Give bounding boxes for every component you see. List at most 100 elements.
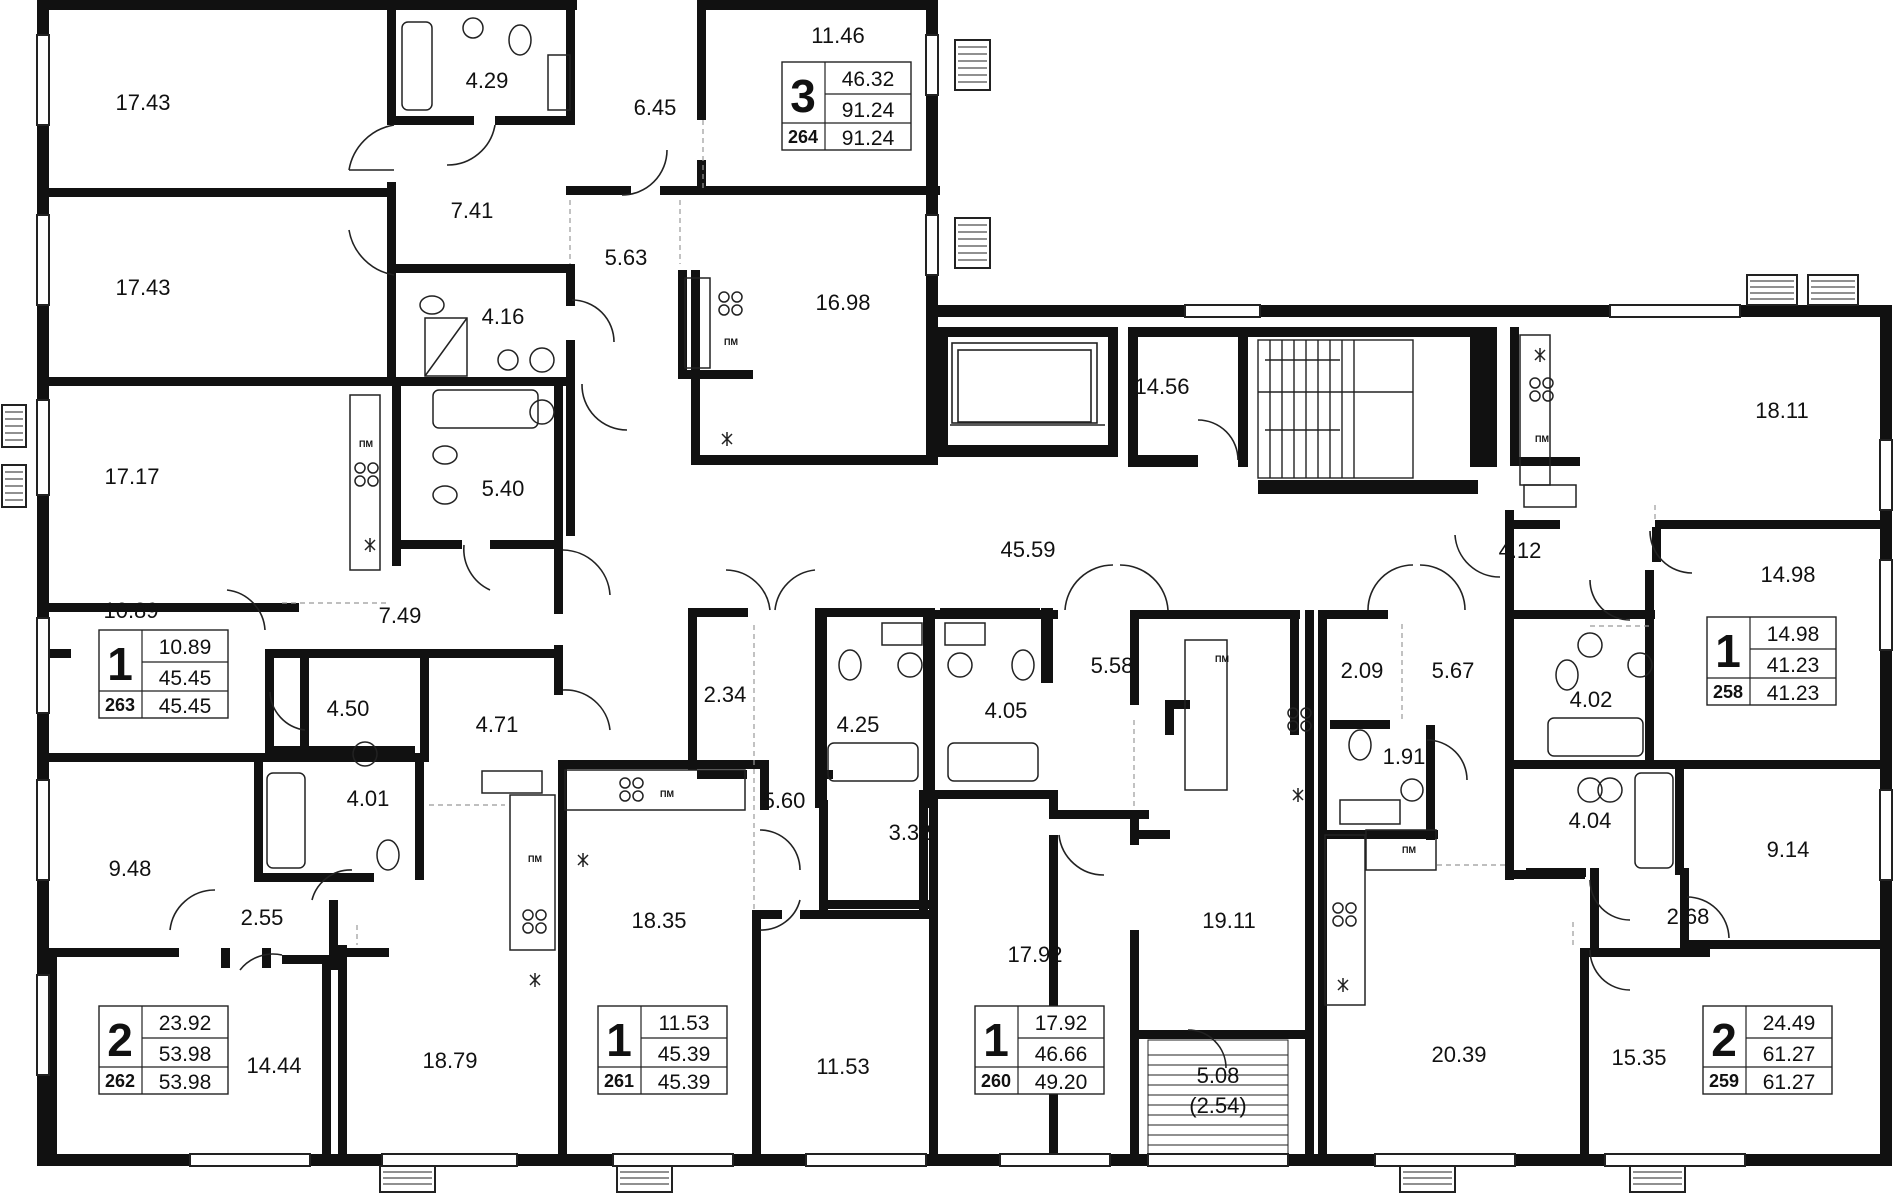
room-area-label: 9.14 bbox=[1767, 837, 1810, 862]
apartment-badge: 2 23.92 53.98 262 53.98 bbox=[98, 1005, 229, 1095]
dishwasher-label: ПМ bbox=[1215, 654, 1229, 664]
apartment-number: 260 bbox=[981, 1071, 1011, 1091]
living-area: 11.53 bbox=[659, 1012, 710, 1035]
room-area-label: 4.29 bbox=[466, 68, 509, 93]
dishwasher-label: ПМ bbox=[359, 439, 373, 449]
room-area-label: 15.35 bbox=[1611, 1045, 1666, 1070]
living-area: 24.49 bbox=[1763, 1012, 1816, 1035]
apartment-badge: 1 11.53 45.39 261 45.39 bbox=[597, 1005, 728, 1095]
apartment-badge: 1 17.92 46.66 260 49.20 bbox=[974, 1005, 1105, 1095]
living-area: 46.32 bbox=[842, 68, 895, 91]
apartment-badge: 3 46.32 91.24 264 91.24 bbox=[781, 61, 912, 151]
room-area-label: 19.11 bbox=[1202, 908, 1255, 933]
dishwasher-labels: ПМ ПМ ПМ ПМ ПМ ПМ ПМ bbox=[359, 337, 1549, 864]
room-area-label: 4.12 bbox=[1499, 538, 1542, 563]
room-area-label: 16.98 bbox=[815, 290, 870, 315]
dishwasher-label: ПМ bbox=[1402, 845, 1416, 855]
room-labels: 17.43 4.29 6.45 11.46 7.41 5.63 17.43 4.… bbox=[103, 23, 1815, 1118]
total-area: 53.98 bbox=[159, 1043, 212, 1066]
room-area-label: 6.45 bbox=[634, 95, 677, 120]
total-area-alt: 53.98 bbox=[159, 1071, 212, 1094]
total-area-alt: 49.20 bbox=[1035, 1071, 1088, 1094]
badge-frame bbox=[98, 629, 229, 719]
room-area-label: 4.02 bbox=[1570, 687, 1613, 712]
doors bbox=[169, 124, 1730, 1069]
room-area-label: 5.60 bbox=[763, 788, 806, 813]
windows bbox=[36, 34, 1893, 1167]
room-area-label: 4.04 bbox=[1569, 808, 1612, 833]
apartment-number: 263 bbox=[105, 695, 135, 715]
total-area: 45.45 bbox=[159, 667, 212, 690]
room-area-label: 17.43 bbox=[115, 275, 170, 300]
dishwasher-label: ПМ bbox=[660, 789, 674, 799]
room-area-label: 4.16 bbox=[482, 304, 525, 329]
room-area-label: 2.68 bbox=[1667, 904, 1710, 929]
room-count: 2 bbox=[1711, 1014, 1737, 1066]
room-area-label: 11.46 bbox=[811, 23, 864, 48]
ac-grille-lines bbox=[5, 46, 1855, 1185]
apartment-badge: 1 14.98 41.23 258 41.23 bbox=[1706, 616, 1837, 706]
dishwasher-label: ПМ bbox=[1535, 434, 1549, 444]
living-area: 14.98 bbox=[1767, 623, 1820, 646]
room-area-label: 4.71 bbox=[476, 712, 519, 737]
room-area-label: 7.41 bbox=[451, 198, 494, 223]
room-area-label: 5.40 bbox=[482, 476, 525, 501]
room-area-label: 2.09 bbox=[1341, 658, 1384, 683]
apartment-number: 258 bbox=[1713, 682, 1743, 702]
total-area: 46.66 bbox=[1035, 1043, 1088, 1066]
room-area-label: 4.25 bbox=[837, 712, 880, 737]
room-area-label: 14.98 bbox=[1760, 562, 1815, 587]
room-area-label: 18.11 bbox=[1755, 398, 1808, 423]
total-area: 41.23 bbox=[1767, 654, 1820, 677]
room-area-label: (2.54) bbox=[1189, 1093, 1246, 1118]
room-area-label: 9.48 bbox=[109, 856, 152, 881]
room-count: 1 bbox=[1715, 625, 1741, 677]
room-count: 1 bbox=[983, 1014, 1009, 1066]
apartment-number: 262 bbox=[105, 1071, 135, 1091]
total-area: 45.39 bbox=[658, 1043, 711, 1066]
total-area-alt: 61.27 bbox=[1763, 1071, 1816, 1094]
room-area-label: 2.34 bbox=[704, 682, 747, 707]
room-count: 3 bbox=[790, 70, 816, 122]
total-area: 61.27 bbox=[1763, 1043, 1816, 1066]
apartment-number: 259 bbox=[1709, 1071, 1739, 1091]
room-area-label: 5.63 bbox=[605, 245, 648, 270]
room-area-label: 45.59 bbox=[1000, 537, 1055, 562]
room-area-label: 4.05 bbox=[985, 698, 1028, 723]
room-area-label: 10.89 bbox=[103, 598, 158, 623]
fixtures bbox=[266, 17, 1674, 1006]
vent-symbols bbox=[364, 348, 1546, 992]
apartment-badge: 1 10.89 45.45 263 45.45 bbox=[98, 629, 229, 719]
room-area-label: 20.39 bbox=[1431, 1042, 1486, 1067]
dishwasher-label: ПМ bbox=[528, 854, 542, 864]
room-area-label: 18.35 bbox=[631, 908, 686, 933]
room-area-label: 5.08 bbox=[1197, 1063, 1240, 1088]
room-area-label: 3.32 bbox=[889, 820, 932, 845]
total-area-alt: 45.39 bbox=[658, 1071, 711, 1094]
apartment-number: 261 bbox=[604, 1071, 634, 1091]
total-area-alt: 41.23 bbox=[1767, 682, 1820, 705]
zone-boundaries bbox=[282, 120, 1656, 948]
room-area-label: 17.43 bbox=[115, 90, 170, 115]
room-area-label: 11.53 bbox=[816, 1054, 869, 1079]
badge-frame bbox=[98, 1005, 229, 1095]
badge-frame bbox=[1702, 1005, 1833, 1095]
apartment-badge: 2 24.49 61.27 259 61.27 bbox=[1702, 1005, 1833, 1095]
room-area-label: 2.55 bbox=[241, 905, 284, 930]
room-count: 2 bbox=[107, 1014, 133, 1066]
room-count: 1 bbox=[107, 638, 133, 690]
room-area-label: 4.01 bbox=[347, 786, 390, 811]
total-area-alt: 45.45 bbox=[159, 695, 212, 718]
balcony-hatch bbox=[1147, 1039, 1289, 1155]
total-area-alt: 91.24 bbox=[842, 127, 895, 150]
badge-frame bbox=[597, 1005, 728, 1095]
staircase bbox=[1257, 339, 1414, 479]
dishwasher-label: ПМ bbox=[724, 337, 738, 347]
badge-frame bbox=[1706, 616, 1837, 706]
room-area-label: 17.17 bbox=[104, 464, 159, 489]
room-area-label: 4.50 bbox=[327, 696, 370, 721]
room-area-label: 7.49 bbox=[379, 603, 422, 628]
elevator bbox=[950, 342, 1105, 426]
room-area-label: 1.91 bbox=[1383, 744, 1426, 769]
